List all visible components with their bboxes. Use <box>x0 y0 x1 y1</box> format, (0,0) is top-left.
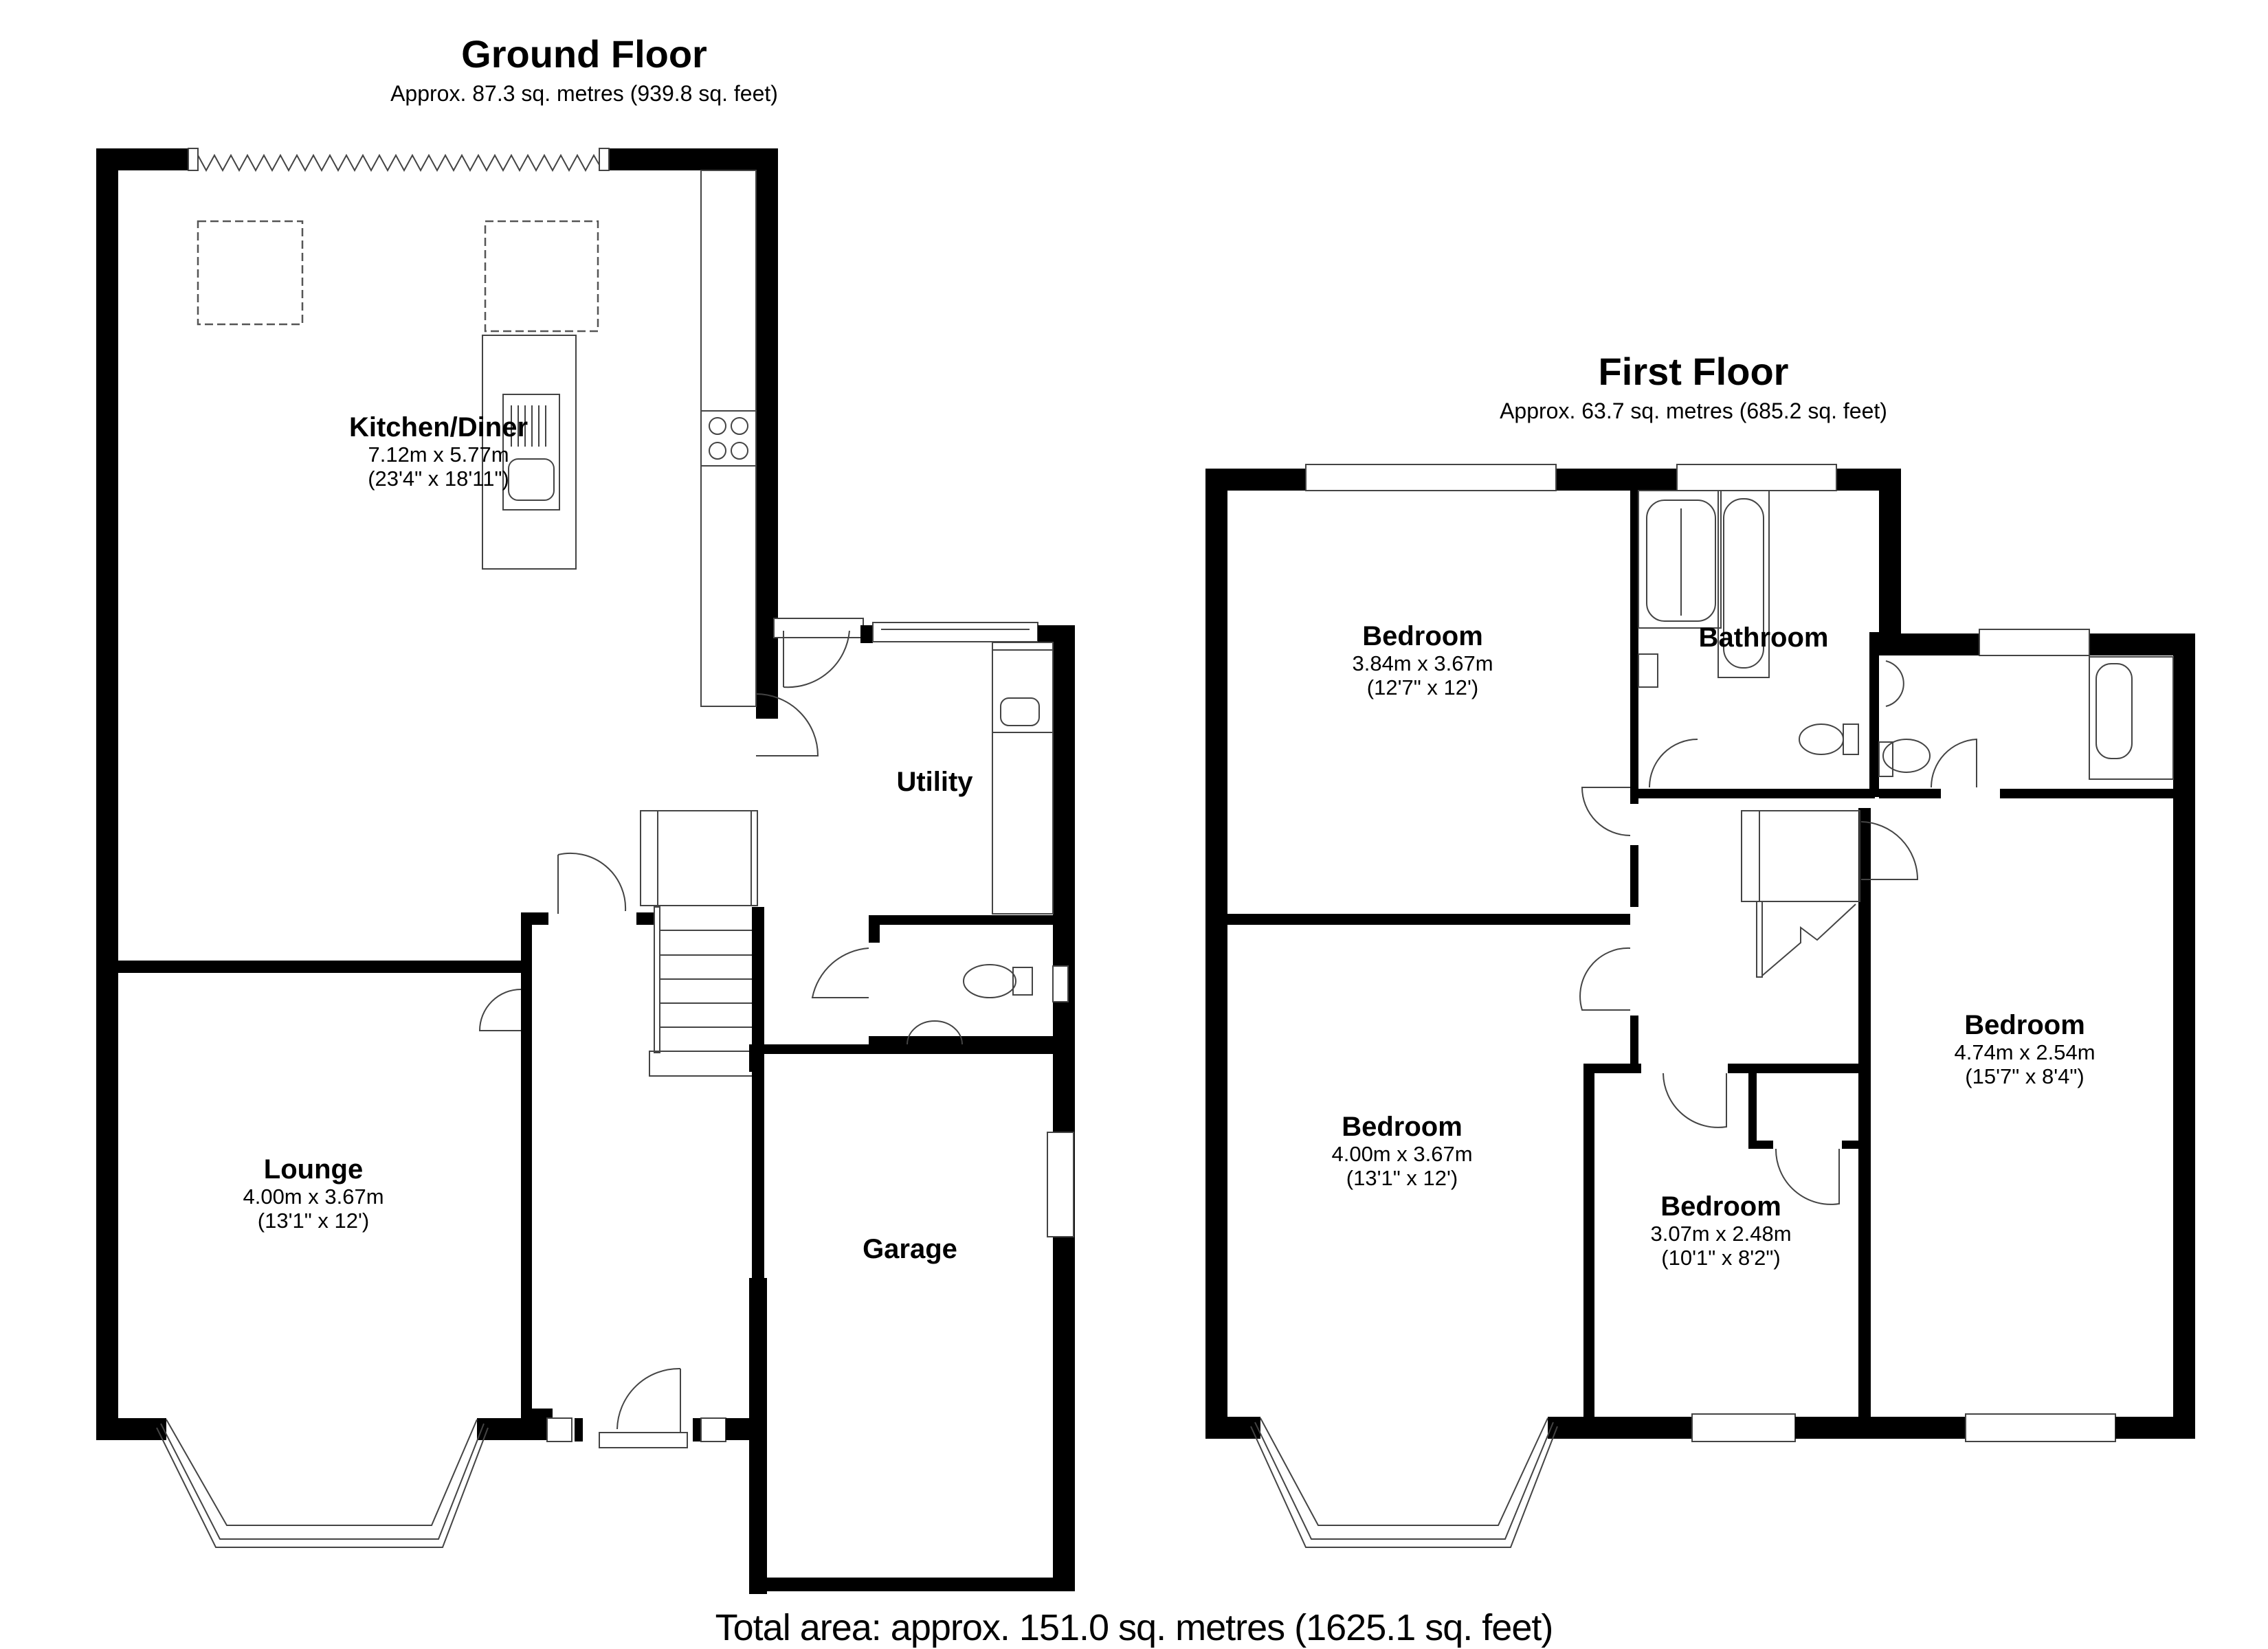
room-name: Kitchen/Diner <box>348 412 529 442</box>
room-dimensions-metric: 4.00m x 3.67m <box>243 1184 384 1209</box>
room-dimensions-imperial: (23'4" x 18'11") <box>368 466 509 491</box>
room-label-bedroom-1: Bedroom 3.84m x 3.67m (12'7" x 12') <box>1352 621 1493 699</box>
room-dimensions-imperial: (10'1" x 8'2") <box>1661 1245 1781 1270</box>
room-name: Utility <box>896 767 973 797</box>
room-dimensions-imperial: (13'1" x 12') <box>257 1208 370 1233</box>
room-label-bathroom: Bathroom <box>1699 622 1829 653</box>
room-dimensions-imperial: (13'1" x 12') <box>1346 1165 1458 1190</box>
room-name: Bedroom <box>1342 1112 1463 1142</box>
room-dimensions-metric: 3.84m x 3.67m <box>1352 651 1493 675</box>
room-label-kitchen-diner: Kitchen/Diner 7.12m x 5.77m (23'4" x 18'… <box>349 412 528 491</box>
ground-floor-plan <box>96 148 1075 1594</box>
room-dimensions-metric: 4.00m x 3.67m <box>1331 1141 1473 1166</box>
room-name: Bathroom <box>1698 622 1829 653</box>
room-name: Garage <box>863 1234 957 1264</box>
room-name: Bedroom <box>1362 621 1483 651</box>
room-name: Lounge <box>263 1154 364 1185</box>
ground-floor-area: Approx. 87.3 sq. metres (939.8 sq. feet) <box>390 81 778 106</box>
room-label-bedroom-2: Bedroom 4.00m x 3.67m (13'1" x 12') <box>1331 1112 1472 1190</box>
room-name: Bedroom <box>1660 1191 1781 1222</box>
first-floor-title: First Floor <box>1598 350 1789 393</box>
room-dimensions-metric: 4.74m x 2.54m <box>1954 1040 2095 1064</box>
room-label-bedroom-4: Bedroom 4.74m x 2.54m (15'7" x 8'4") <box>1954 1010 2095 1088</box>
room-label-garage: Garage <box>863 1234 957 1265</box>
room-label-bedroom-3: Bedroom 3.07m x 2.48m (10'1" x 8'2") <box>1650 1191 1791 1270</box>
room-dimensions-imperial: (12'7" x 12') <box>1366 675 1479 699</box>
room-dimensions-metric: 3.07m x 2.48m <box>1650 1221 1792 1246</box>
room-dimensions-imperial: (15'7" x 8'4") <box>1965 1064 2084 1088</box>
first-floor-area: Approx. 63.7 sq. metres (685.2 sq. feet) <box>1500 399 1887 423</box>
total-area: Total area: approx. 151.0 sq. metres (16… <box>715 1607 1554 1648</box>
room-name: Bedroom <box>1964 1010 2085 1040</box>
room-label-utility: Utility <box>896 767 972 798</box>
ground-floor-title: Ground Floor <box>461 32 707 76</box>
room-dimensions-metric: 7.12m x 5.77m <box>368 442 509 467</box>
room-label-lounge: Lounge 4.00m x 3.67m (13'1" x 12') <box>243 1154 383 1233</box>
first-floor-plan <box>1205 464 2195 1548</box>
